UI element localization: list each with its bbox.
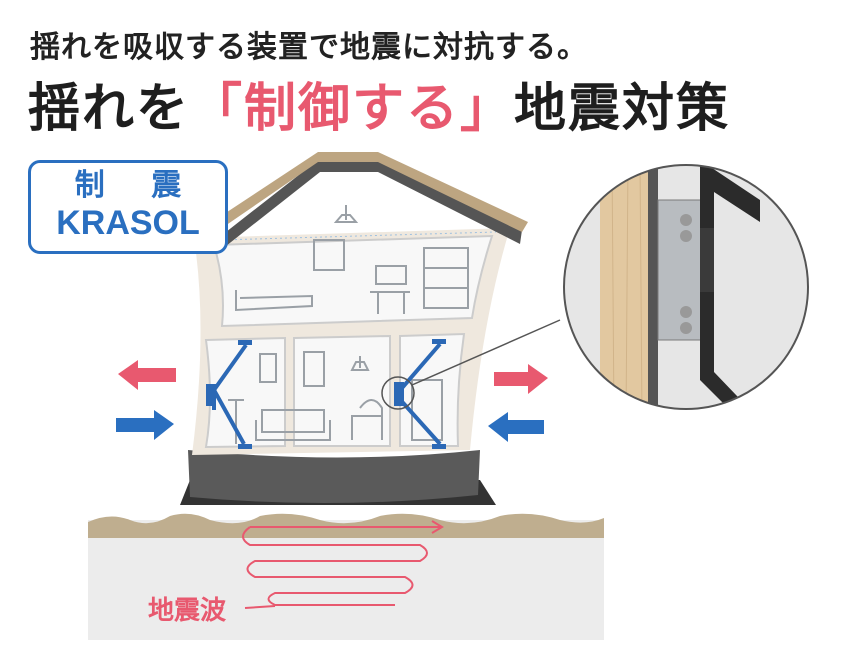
upper-floor <box>212 234 494 328</box>
brand-badge: 制 震 KRASOL <box>28 160 228 254</box>
foundation-wall <box>188 450 480 504</box>
arrow-left-blue <box>488 412 544 442</box>
headline-after: 地震対策 <box>514 79 731 139</box>
headline: 揺れを「制御する」地震対策 <box>28 66 730 141</box>
ground-soil <box>88 520 604 640</box>
arrow-right-blue <box>116 410 174 440</box>
arrow-left-pink <box>118 360 176 390</box>
ground-surface <box>88 513 604 538</box>
wave-label: 地震波 <box>148 596 227 626</box>
brand-line2: KRASOL <box>56 204 200 242</box>
subtitle: 揺れを吸収する装置で地震に対抗する。 <box>30 30 588 65</box>
damper-units <box>206 339 446 449</box>
zoom-marker <box>381 376 415 410</box>
brand-line1: 制 震 <box>74 168 200 203</box>
seismic-wave <box>242 520 444 609</box>
damper-closeup <box>564 165 808 409</box>
zoom-circle <box>563 164 809 410</box>
roof <box>226 160 522 246</box>
headline-before: 揺れを <box>28 79 191 139</box>
roof-eave <box>218 152 528 232</box>
arrow-right-pink <box>494 364 548 394</box>
furniture <box>228 205 469 444</box>
lower-room-left <box>204 336 286 449</box>
headline-accent: 「制御する」 <box>190 79 515 139</box>
